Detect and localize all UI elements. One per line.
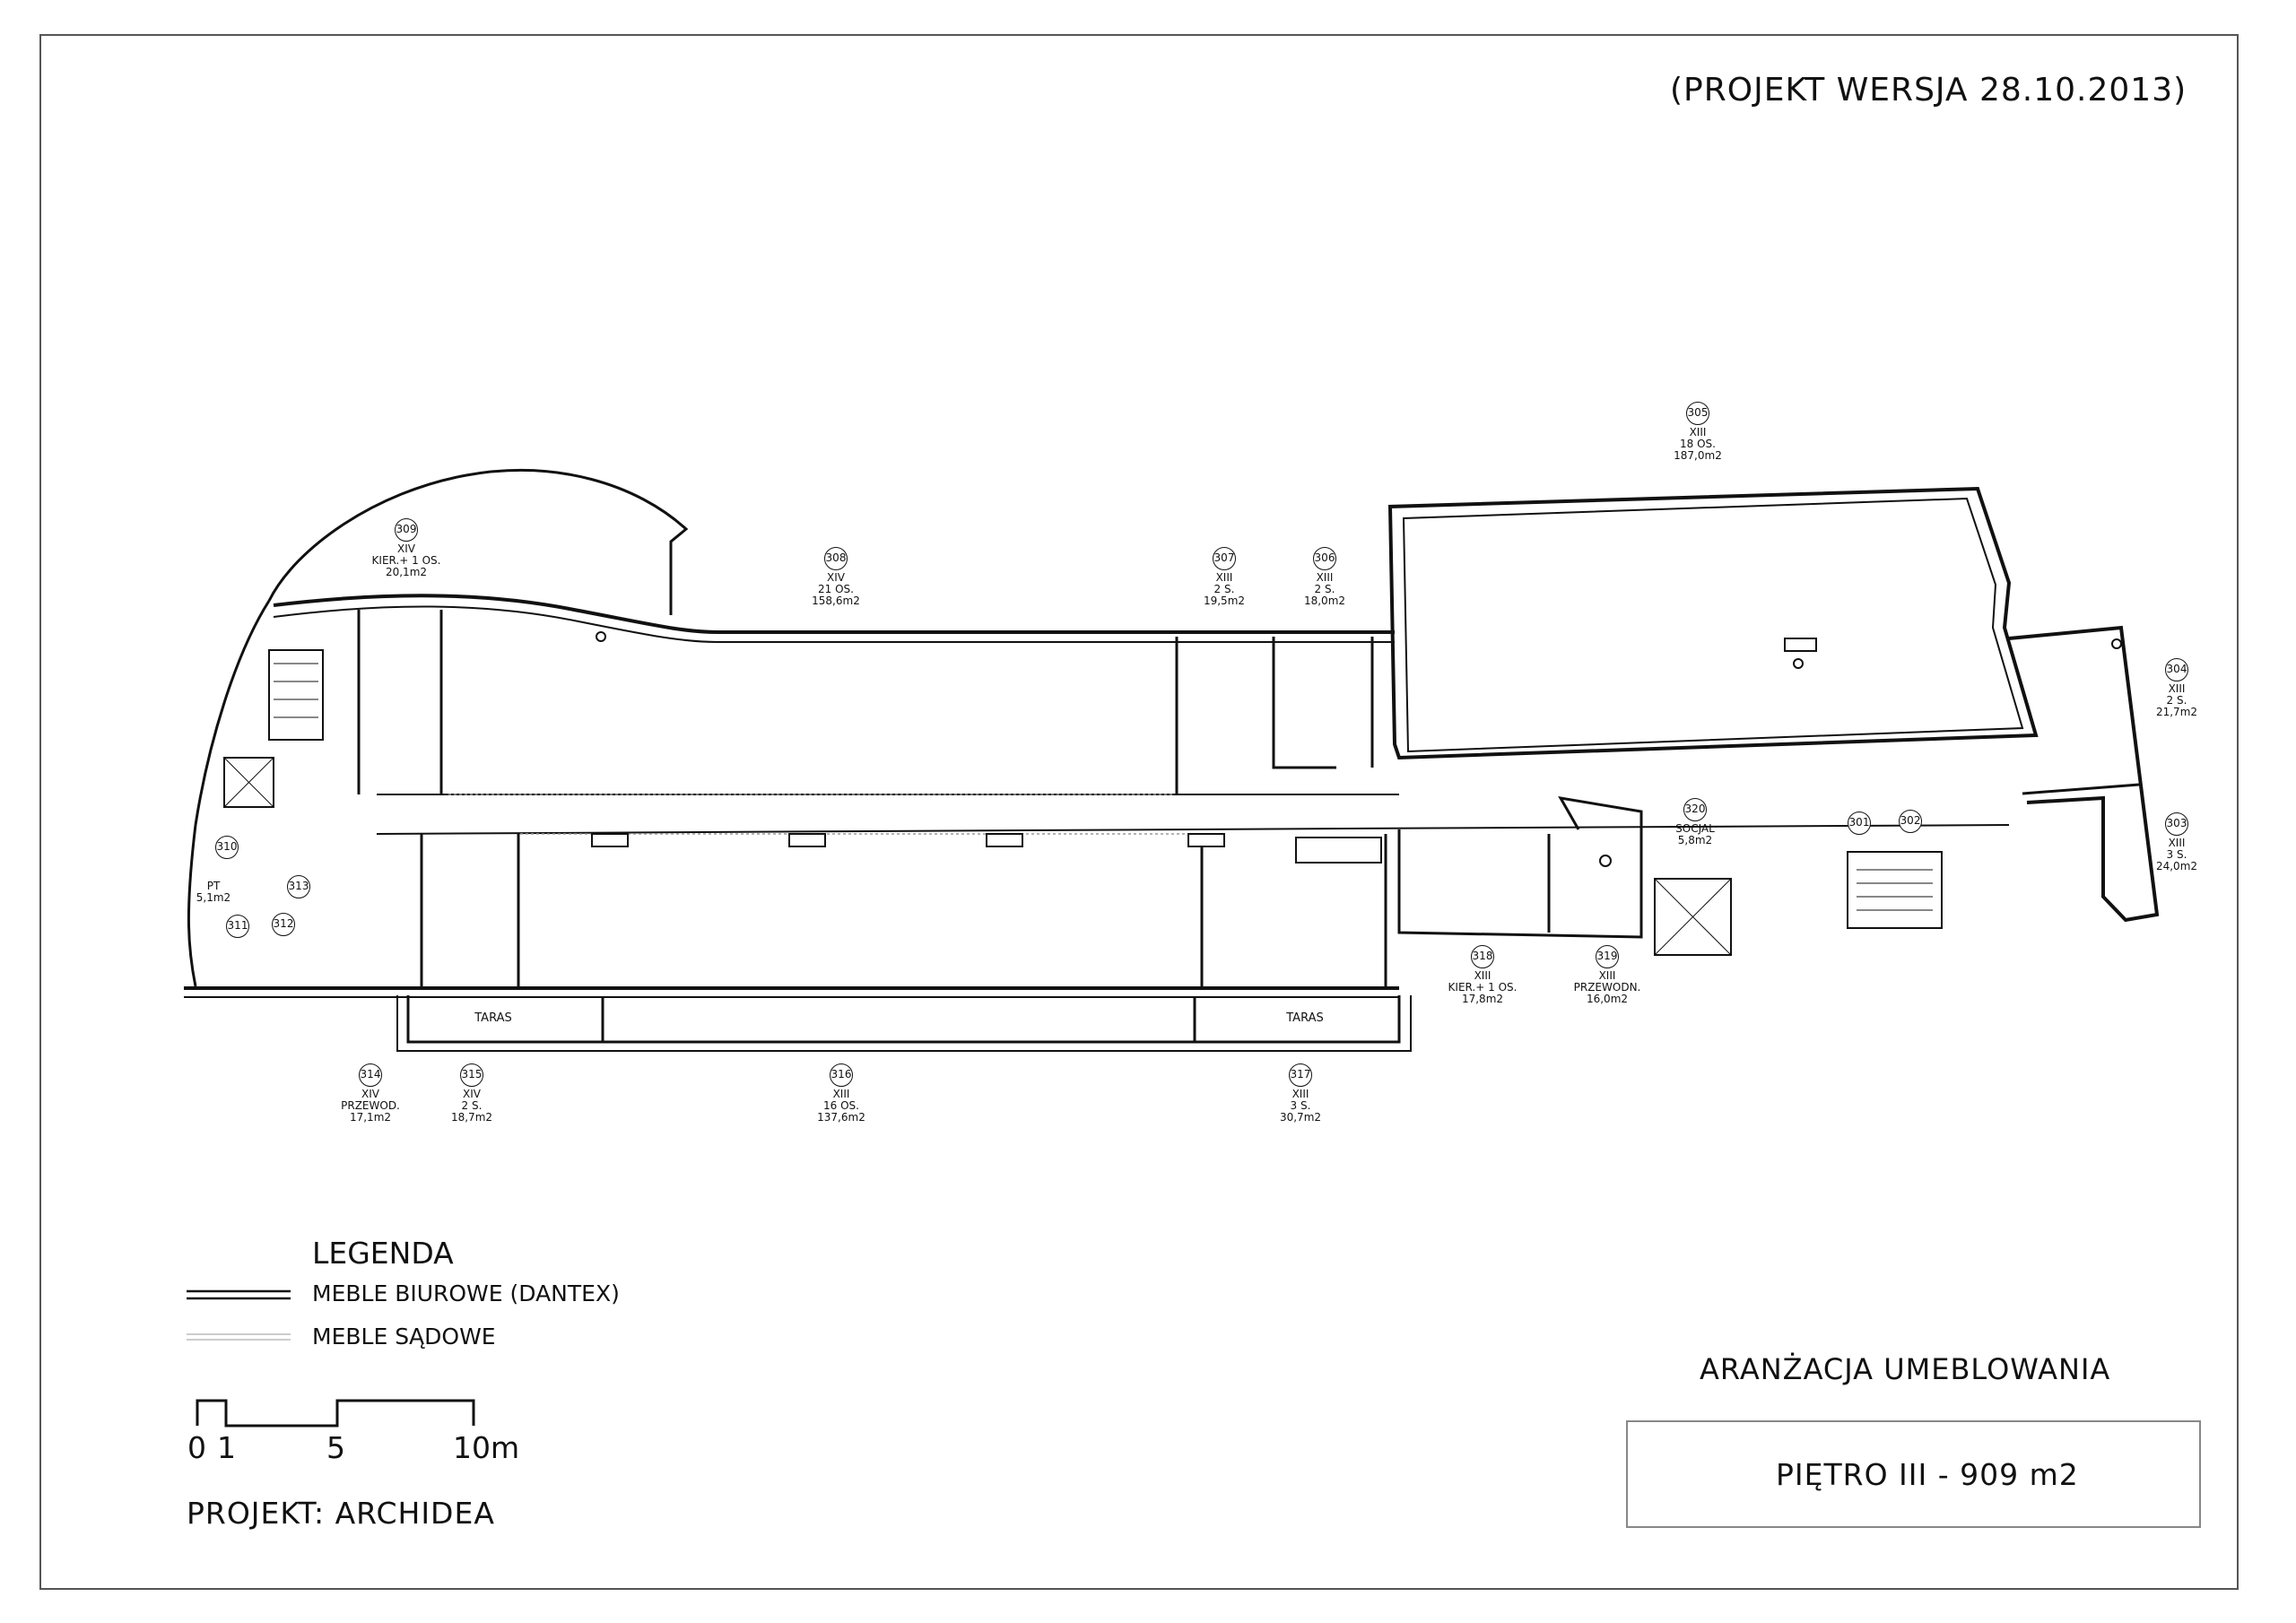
corridor-south <box>376 824 2010 835</box>
room-bubble-312: 312 <box>272 913 295 936</box>
scale-label-1: 1 <box>217 1430 236 1465</box>
project-version: (PROJEKT WERSJA 28.10.2013) <box>1670 72 2187 108</box>
stair-east <box>1847 851 1943 929</box>
rooms-318-319 <box>1397 796 1643 939</box>
scale-label-0: 0 <box>187 1430 206 1465</box>
sheet-frame <box>39 34 2239 1590</box>
room-bubble-311: 311 <box>226 915 249 938</box>
terrace-outline <box>406 995 1401 1044</box>
terrace-label-left: TARAS <box>474 1011 512 1025</box>
floor-title: PIĘTRO III - 909 m2 <box>1776 1457 2079 1492</box>
room-label-pt: PT 5,1m2 <box>196 880 231 904</box>
room-label-320: 320 SOCJAL 5,8m2 <box>1659 798 1731 846</box>
scale-label-5: 5 <box>326 1430 345 1465</box>
title-box <box>1626 1420 2201 1528</box>
legend-item-office-furniture: MEBLE BIUROWE (DANTEX) <box>312 1280 620 1306</box>
room-bubble-313: 313 <box>287 875 310 898</box>
legend-item-court-furniture: MEBLE SĄDOWE <box>312 1324 496 1350</box>
scale-label-10m: 10m <box>453 1430 520 1465</box>
north-curve-wall <box>273 594 718 634</box>
legend-title: LEGENDA <box>312 1236 454 1271</box>
west-curve-wall <box>187 600 271 987</box>
stair-west <box>268 649 324 741</box>
east-block-walls <box>2008 625 2160 923</box>
drawing-subtitle: ARANŻACJA UMEBLOWANIA <box>1700 1352 2111 1386</box>
north-curve-wall-inner <box>273 605 718 643</box>
terrace-label-right: TARAS <box>1286 1011 1324 1025</box>
project-author: PROJEKT: ARCHIDEA <box>187 1496 495 1531</box>
room-305-walls <box>1387 486 2039 760</box>
room-bubble-310: 310 <box>215 836 239 859</box>
room-bubble-302: 302 <box>1899 810 1922 833</box>
west-wing-wall <box>267 469 689 615</box>
scale-bar <box>196 1399 475 1428</box>
room-bubble-301: 301 <box>1848 812 1871 835</box>
